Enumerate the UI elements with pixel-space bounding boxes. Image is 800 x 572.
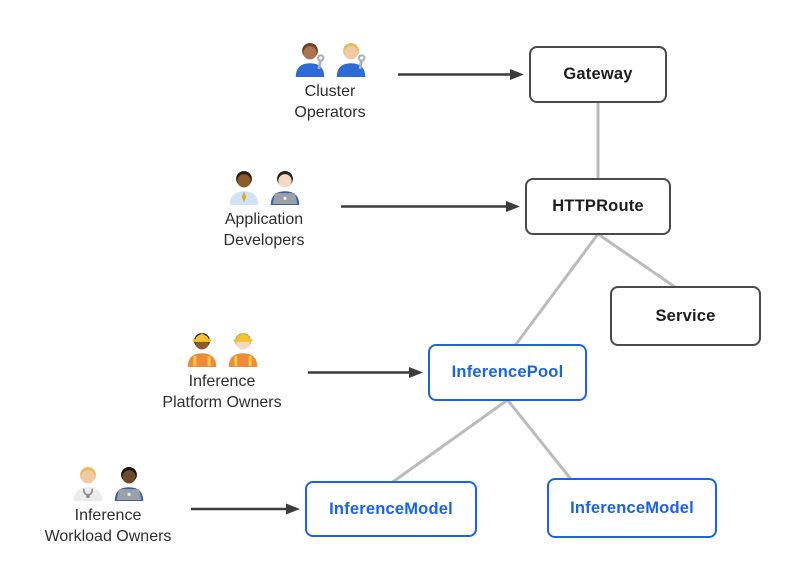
persona-label: Application Developers — [224, 209, 305, 251]
persona-label: Inference Workload Owners — [45, 505, 172, 547]
persona-label-line: Developers — [223, 232, 305, 250]
persona-inference-platform-owners: Inference Platform Owners — [137, 328, 307, 413]
node-label: Gateway — [563, 65, 633, 83]
persona-label-line: Platform Owners — [162, 394, 282, 412]
persona-label-line: Inference — [74, 507, 142, 524]
persona-icon-pair — [225, 166, 304, 206]
node-inferencemodel-left: InferenceModel — [305, 481, 477, 537]
persona-icon-pair — [69, 462, 148, 502]
persona-label-line: Cluster — [304, 83, 356, 100]
woman-technologist-icon — [266, 166, 304, 206]
persona-application-developers: Application Developers — [179, 166, 349, 251]
persona-icon-pair — [183, 328, 262, 368]
node-service: Service — [610, 286, 761, 346]
persona-inference-workload-owners: Inference Workload Owners — [23, 462, 193, 547]
man-office-worker-icon — [225, 166, 263, 206]
node-inferencepool: InferencePool — [428, 344, 587, 401]
persona-label: Cluster Operators — [294, 81, 365, 123]
man-technologist-icon — [110, 462, 148, 502]
persona-label-line: Operators — [294, 104, 366, 122]
node-label: HTTPRoute — [552, 197, 644, 215]
persona-cluster-operators: Cluster Operators — [245, 38, 415, 123]
persona-label: Inference Platform Owners — [162, 371, 281, 413]
node-label: Service — [655, 306, 716, 325]
health-worker-icon — [69, 462, 107, 502]
node-gateway: Gateway — [529, 46, 667, 103]
persona-label-line: Workload Owners — [44, 528, 172, 546]
woman-construction-worker-icon — [183, 328, 221, 368]
woman-mechanic-icon — [332, 38, 370, 78]
persona-label-line: Inference — [188, 373, 256, 390]
persona-label-line: Application — [224, 211, 304, 228]
node-inferencemodel-right: InferenceModel — [547, 478, 717, 538]
man-construction-worker-icon — [224, 328, 262, 368]
node-label: InferencePool — [451, 363, 564, 381]
persona-icon-pair — [291, 38, 370, 78]
node-label: InferenceModel — [329, 499, 453, 518]
man-mechanic-icon — [291, 38, 329, 78]
node-httproute: HTTPRoute — [525, 178, 671, 235]
node-label: InferenceModel — [570, 498, 694, 517]
